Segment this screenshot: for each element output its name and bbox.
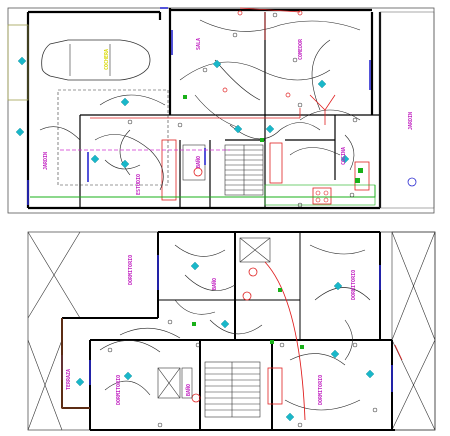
green-feeder xyxy=(30,185,376,198)
study-desk xyxy=(161,139,177,201)
car-icon xyxy=(41,39,151,81)
upper-red-branch xyxy=(394,344,403,361)
label-jardin-right: JARDIN xyxy=(408,112,414,130)
upper-floor-green-symbols xyxy=(192,288,304,349)
upper-floor-light-fixtures xyxy=(75,261,375,422)
ground-floor-light-fixtures xyxy=(15,56,350,169)
terrace-void-right xyxy=(391,231,436,431)
red-feeder xyxy=(90,108,301,119)
label-bano-upper: BAÑO xyxy=(211,278,218,290)
ground-floor-green-symbols xyxy=(183,95,363,183)
toilet-icon-upper-2 xyxy=(242,291,252,301)
ground-floor-boundary xyxy=(7,7,435,214)
right-garden-area xyxy=(379,11,435,209)
ground-floor-red-symbols xyxy=(222,10,303,98)
label-sala: SALA xyxy=(196,38,202,50)
label-dormitorio-3: DORMITORIO xyxy=(116,375,122,405)
meter-icon xyxy=(407,177,417,187)
toilet-icon xyxy=(193,167,203,177)
upper-floor-walls xyxy=(61,231,395,431)
label-jardin-left: JARDIN xyxy=(43,152,49,170)
terrace-void-left xyxy=(27,231,81,431)
label-bano: BAÑO xyxy=(195,156,202,168)
stair-void-top xyxy=(239,237,271,263)
red-feeder-top xyxy=(239,7,301,40)
toilet-icon-upper-1 xyxy=(248,267,258,277)
upper-floor-circuits xyxy=(99,244,371,411)
label-dormitorio-1: DORMITORIO xyxy=(128,255,134,285)
label-cochera: COCHERA xyxy=(104,49,110,70)
upper-floor-plan: DORMITORIO DORMITORIO DORMITORIO DORMITO… xyxy=(27,231,436,431)
upper-floor-stairs xyxy=(204,361,261,418)
garden-box xyxy=(7,24,29,101)
ground-floor-interior-walls xyxy=(79,12,380,208)
upper-red-feeder xyxy=(264,261,306,421)
balcony-rail xyxy=(61,318,90,409)
label-comedor: COMEDOR xyxy=(298,38,304,60)
ground-floor-plan: JARDIN SALA COCINA JARDIN COMEDOR BAÑO E… xyxy=(7,7,435,214)
label-bano-upper-2: BAÑO xyxy=(185,384,192,396)
ground-floor-walls xyxy=(26,8,382,210)
label-terraza: TERRAZA xyxy=(66,369,72,390)
upper-floor-switches xyxy=(107,319,378,428)
label-cocina: COCINA xyxy=(341,147,347,165)
refrigerator-icon xyxy=(354,161,370,191)
toilet-icon-upper-3 xyxy=(191,393,201,403)
ground-floor-switches xyxy=(127,12,358,208)
closet-upper-1 xyxy=(267,367,283,405)
label-estudio: ESTUDIO xyxy=(136,174,142,195)
red-branch xyxy=(309,94,336,125)
stove-icon xyxy=(312,187,332,205)
ground-floor-stairs xyxy=(224,144,264,196)
garage-area xyxy=(57,89,169,186)
closet-upper-2 xyxy=(181,367,193,399)
dining-sideboard xyxy=(269,142,283,184)
label-dormitorio-2: DORMITORIO xyxy=(351,270,357,300)
stair-void-bottom xyxy=(157,367,181,399)
ground-floor-circuits xyxy=(39,19,361,191)
label-dormitorio-4: DORMITORIO xyxy=(318,375,324,405)
ground-floor-windows xyxy=(27,7,371,205)
